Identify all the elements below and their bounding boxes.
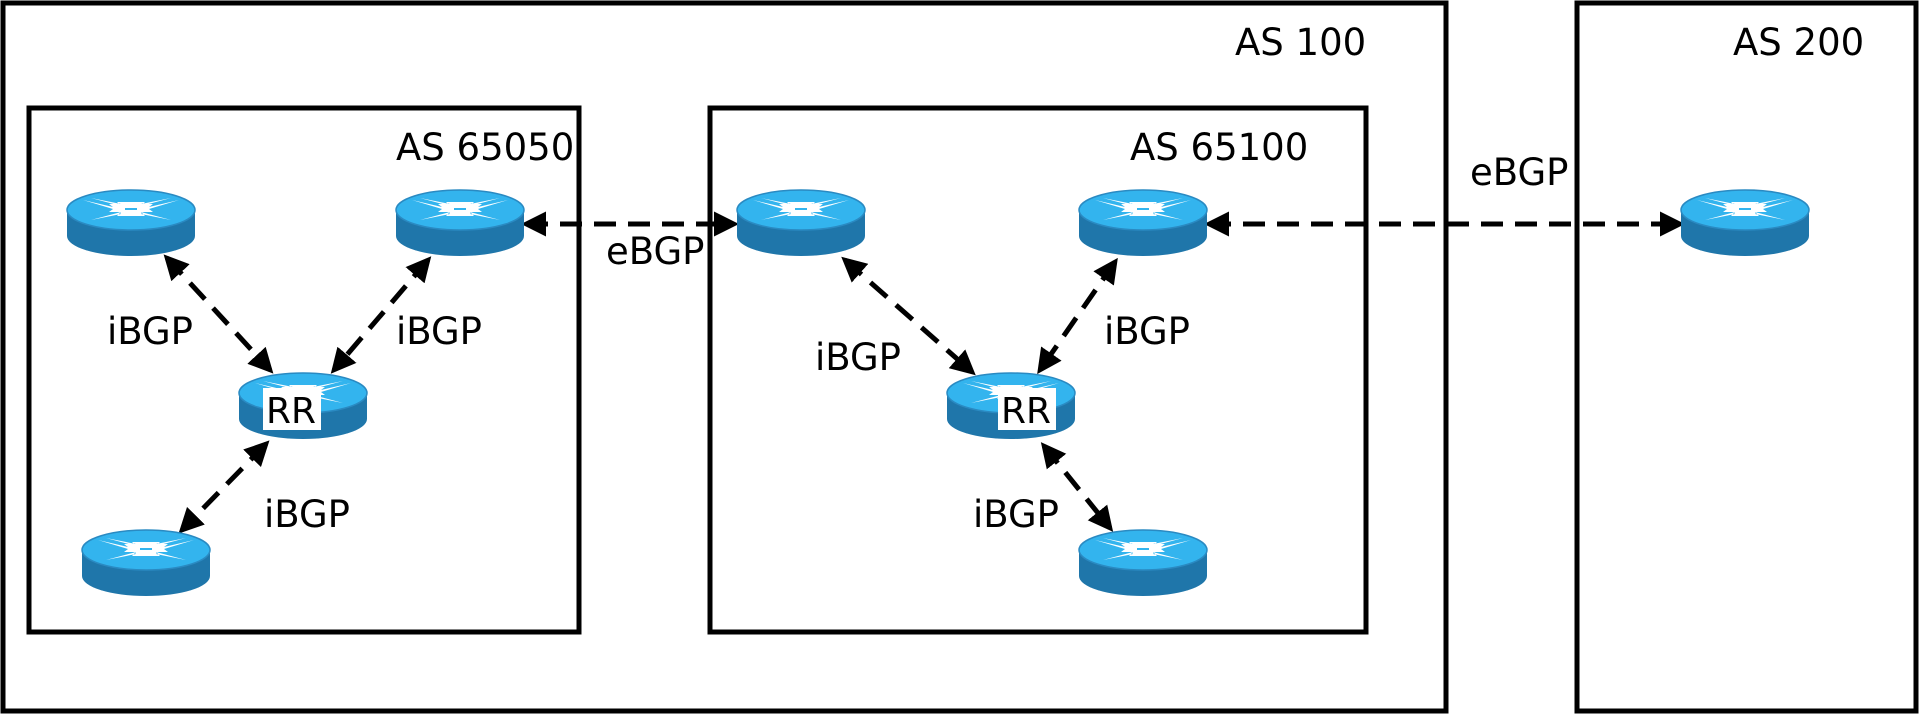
rr-label-right: RR (1001, 391, 1051, 432)
as65050-box (26, 105, 582, 635)
router-icon (736, 189, 866, 257)
ibgp-label-left-1: iBGP (107, 310, 193, 353)
ibgp-label-left-3: iBGP (264, 493, 350, 536)
ebgp-label-1: eBGP (606, 230, 704, 273)
ibgp-label-left-2: iBGP (396, 310, 482, 353)
ibgp-link-right-top-left (841, 256, 976, 376)
router-icon (1078, 529, 1208, 597)
router-icon (66, 189, 196, 257)
ibgp-link-right-top-right (1037, 257, 1118, 375)
router-icon (1680, 189, 1810, 257)
as200-label: AS 200 (1733, 21, 1864, 64)
ibgp-label-right-3: iBGP (973, 493, 1059, 536)
as100-label: AS 100 (1235, 21, 1366, 64)
as200-box (1574, 0, 1919, 714)
as65100-box (707, 105, 1369, 635)
rr-label-bg-right (998, 388, 1056, 430)
router-icon (395, 189, 525, 257)
rr-label-left: RR (266, 391, 316, 432)
ibgp-link-right-bottom (1040, 442, 1114, 532)
rr-label-bg-left (263, 388, 321, 430)
ibgp-link-left-bottom (178, 440, 270, 534)
router-icon (1078, 189, 1208, 257)
ibgp-link-left-top-left (163, 254, 274, 374)
ebgp-label-2: eBGP (1470, 151, 1568, 194)
as100-box (0, 0, 1449, 714)
as65050-label: AS 65050 (396, 126, 574, 169)
as65100-label: AS 65100 (1130, 126, 1308, 169)
router-icon (81, 529, 211, 597)
ibgp-label-right-1: iBGP (815, 336, 901, 379)
ibgp-label-right-2: iBGP (1104, 310, 1190, 353)
ibgp-link-left-top-right (330, 256, 432, 374)
